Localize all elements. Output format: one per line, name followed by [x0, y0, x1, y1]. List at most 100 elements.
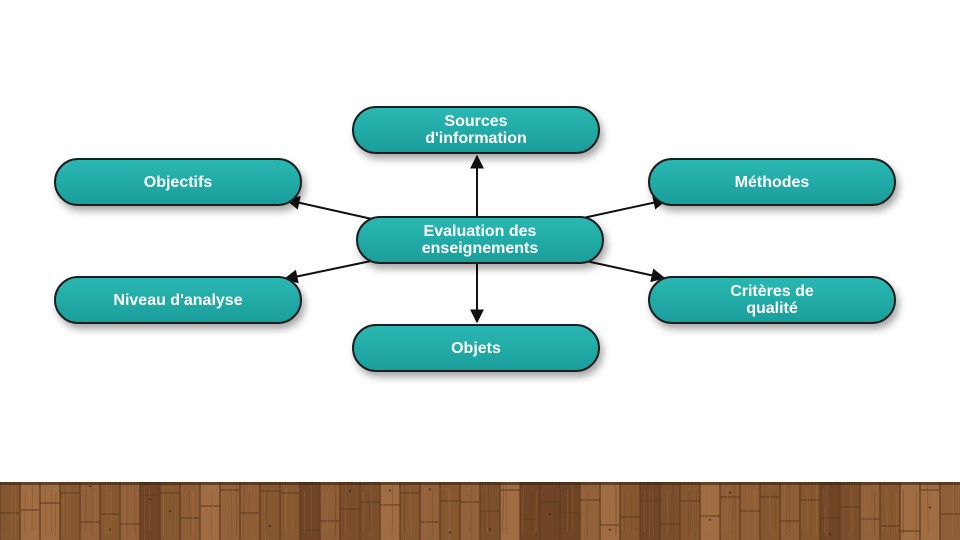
floor-grain — [643, 490, 646, 532]
floor-grain — [652, 482, 654, 538]
floor-grain — [108, 491, 110, 536]
floor-nail — [269, 525, 271, 528]
floor-grain — [823, 488, 825, 533]
node-label: Objectifs — [143, 173, 213, 191]
floor-grain — [191, 486, 193, 540]
floor-grain — [708, 483, 711, 539]
floor-plank — [920, 482, 940, 540]
floor-nail — [829, 533, 831, 536]
floor-plank — [120, 482, 140, 540]
floor-grain — [55, 490, 57, 536]
floor-plank — [460, 482, 480, 540]
node-evaluation-center: Evaluation des enseignements — [356, 216, 604, 264]
floor-plank — [700, 482, 720, 540]
node-label: Niveau d'analyse — [113, 291, 243, 309]
floor-grain — [502, 487, 504, 534]
floor-plank — [660, 482, 680, 540]
floor-grain — [732, 485, 734, 535]
floor-grain — [243, 486, 245, 538]
floor-grain — [554, 489, 556, 538]
floor-grain — [566, 489, 569, 532]
node-objectifs: Objectifs — [54, 158, 302, 206]
node-niveau-analyse: Niveau d'analyse — [54, 276, 302, 324]
floor-grain — [105, 483, 107, 533]
floor-nail — [349, 490, 351, 492]
floor-grain — [671, 484, 673, 534]
floor-plank — [540, 482, 560, 540]
floor-nail — [729, 491, 731, 494]
node-label: Evaluation des enseignements — [421, 223, 539, 257]
floor-plank — [0, 482, 20, 540]
floor-plank — [280, 482, 300, 540]
floor-top-edge — [0, 482, 960, 485]
floor-grain — [485, 491, 487, 534]
floor-grain — [362, 491, 364, 532]
node-criteres-qualite: Critères de qualité — [648, 276, 896, 324]
floor-nail — [169, 510, 171, 512]
floor-plank — [380, 482, 400, 540]
floor-grain — [431, 489, 433, 539]
floor-nail — [929, 506, 931, 509]
floor-plank — [680, 482, 700, 540]
floor-plank — [640, 482, 660, 540]
floor-grain — [486, 484, 488, 533]
floor-plank — [360, 482, 380, 540]
floor-plank — [420, 482, 440, 540]
floor-grain — [895, 490, 898, 532]
floor-grain — [134, 483, 136, 536]
floor-plank — [300, 482, 320, 540]
floor-grain — [291, 489, 293, 538]
node-methodes: Méthodes — [648, 158, 896, 206]
floor-plank — [720, 482, 740, 540]
floor-nail — [609, 528, 611, 531]
node-label: Critères de qualité — [730, 283, 814, 317]
floor-plank — [80, 482, 100, 540]
floor-plank — [820, 482, 840, 540]
floor-grain — [586, 488, 589, 539]
floor-nail — [449, 531, 451, 534]
floor-nail — [109, 528, 111, 531]
floor-plank — [860, 482, 880, 540]
floor-grain — [231, 489, 233, 537]
floor-grain — [849, 488, 851, 531]
floor-grain — [213, 487, 215, 536]
floor-plank — [600, 482, 620, 540]
floor-grain — [350, 487, 352, 534]
floor-grain — [3, 486, 5, 535]
floor-grain — [211, 488, 213, 539]
floor-grain — [124, 482, 126, 540]
floor-grain — [555, 482, 558, 537]
floor-plank — [200, 482, 220, 540]
floor-grain — [24, 491, 26, 531]
floor-grain — [931, 491, 933, 537]
node-label: Méthodes — [734, 173, 810, 191]
floor-grain — [189, 490, 191, 536]
floor-grain — [584, 487, 586, 537]
floor-grain — [890, 489, 892, 537]
floor-grain — [343, 486, 345, 536]
floor-grain — [806, 486, 809, 531]
floor-plank — [220, 482, 240, 540]
floor-plank — [940, 482, 960, 540]
floor-grain — [11, 486, 13, 538]
wood-plank-texture — [0, 482, 960, 540]
floor-grain — [915, 491, 917, 540]
floor-plank — [560, 482, 580, 540]
floor-grain — [391, 484, 394, 539]
floor-grain — [849, 483, 851, 536]
floor-plank — [140, 482, 160, 540]
wood-floor — [0, 482, 960, 540]
floor-grain — [690, 484, 692, 531]
floor-plank — [620, 482, 640, 540]
floor-grain — [211, 485, 214, 536]
floor-grain — [695, 490, 697, 540]
floor-plank — [520, 482, 540, 540]
floor-plank — [900, 482, 920, 540]
floor-grain — [94, 491, 97, 532]
floor-nail — [549, 513, 551, 515]
node-objets: Objets — [352, 324, 600, 372]
floor-grain — [386, 487, 389, 539]
floor-plank — [780, 482, 800, 540]
floor-plank — [580, 482, 600, 540]
